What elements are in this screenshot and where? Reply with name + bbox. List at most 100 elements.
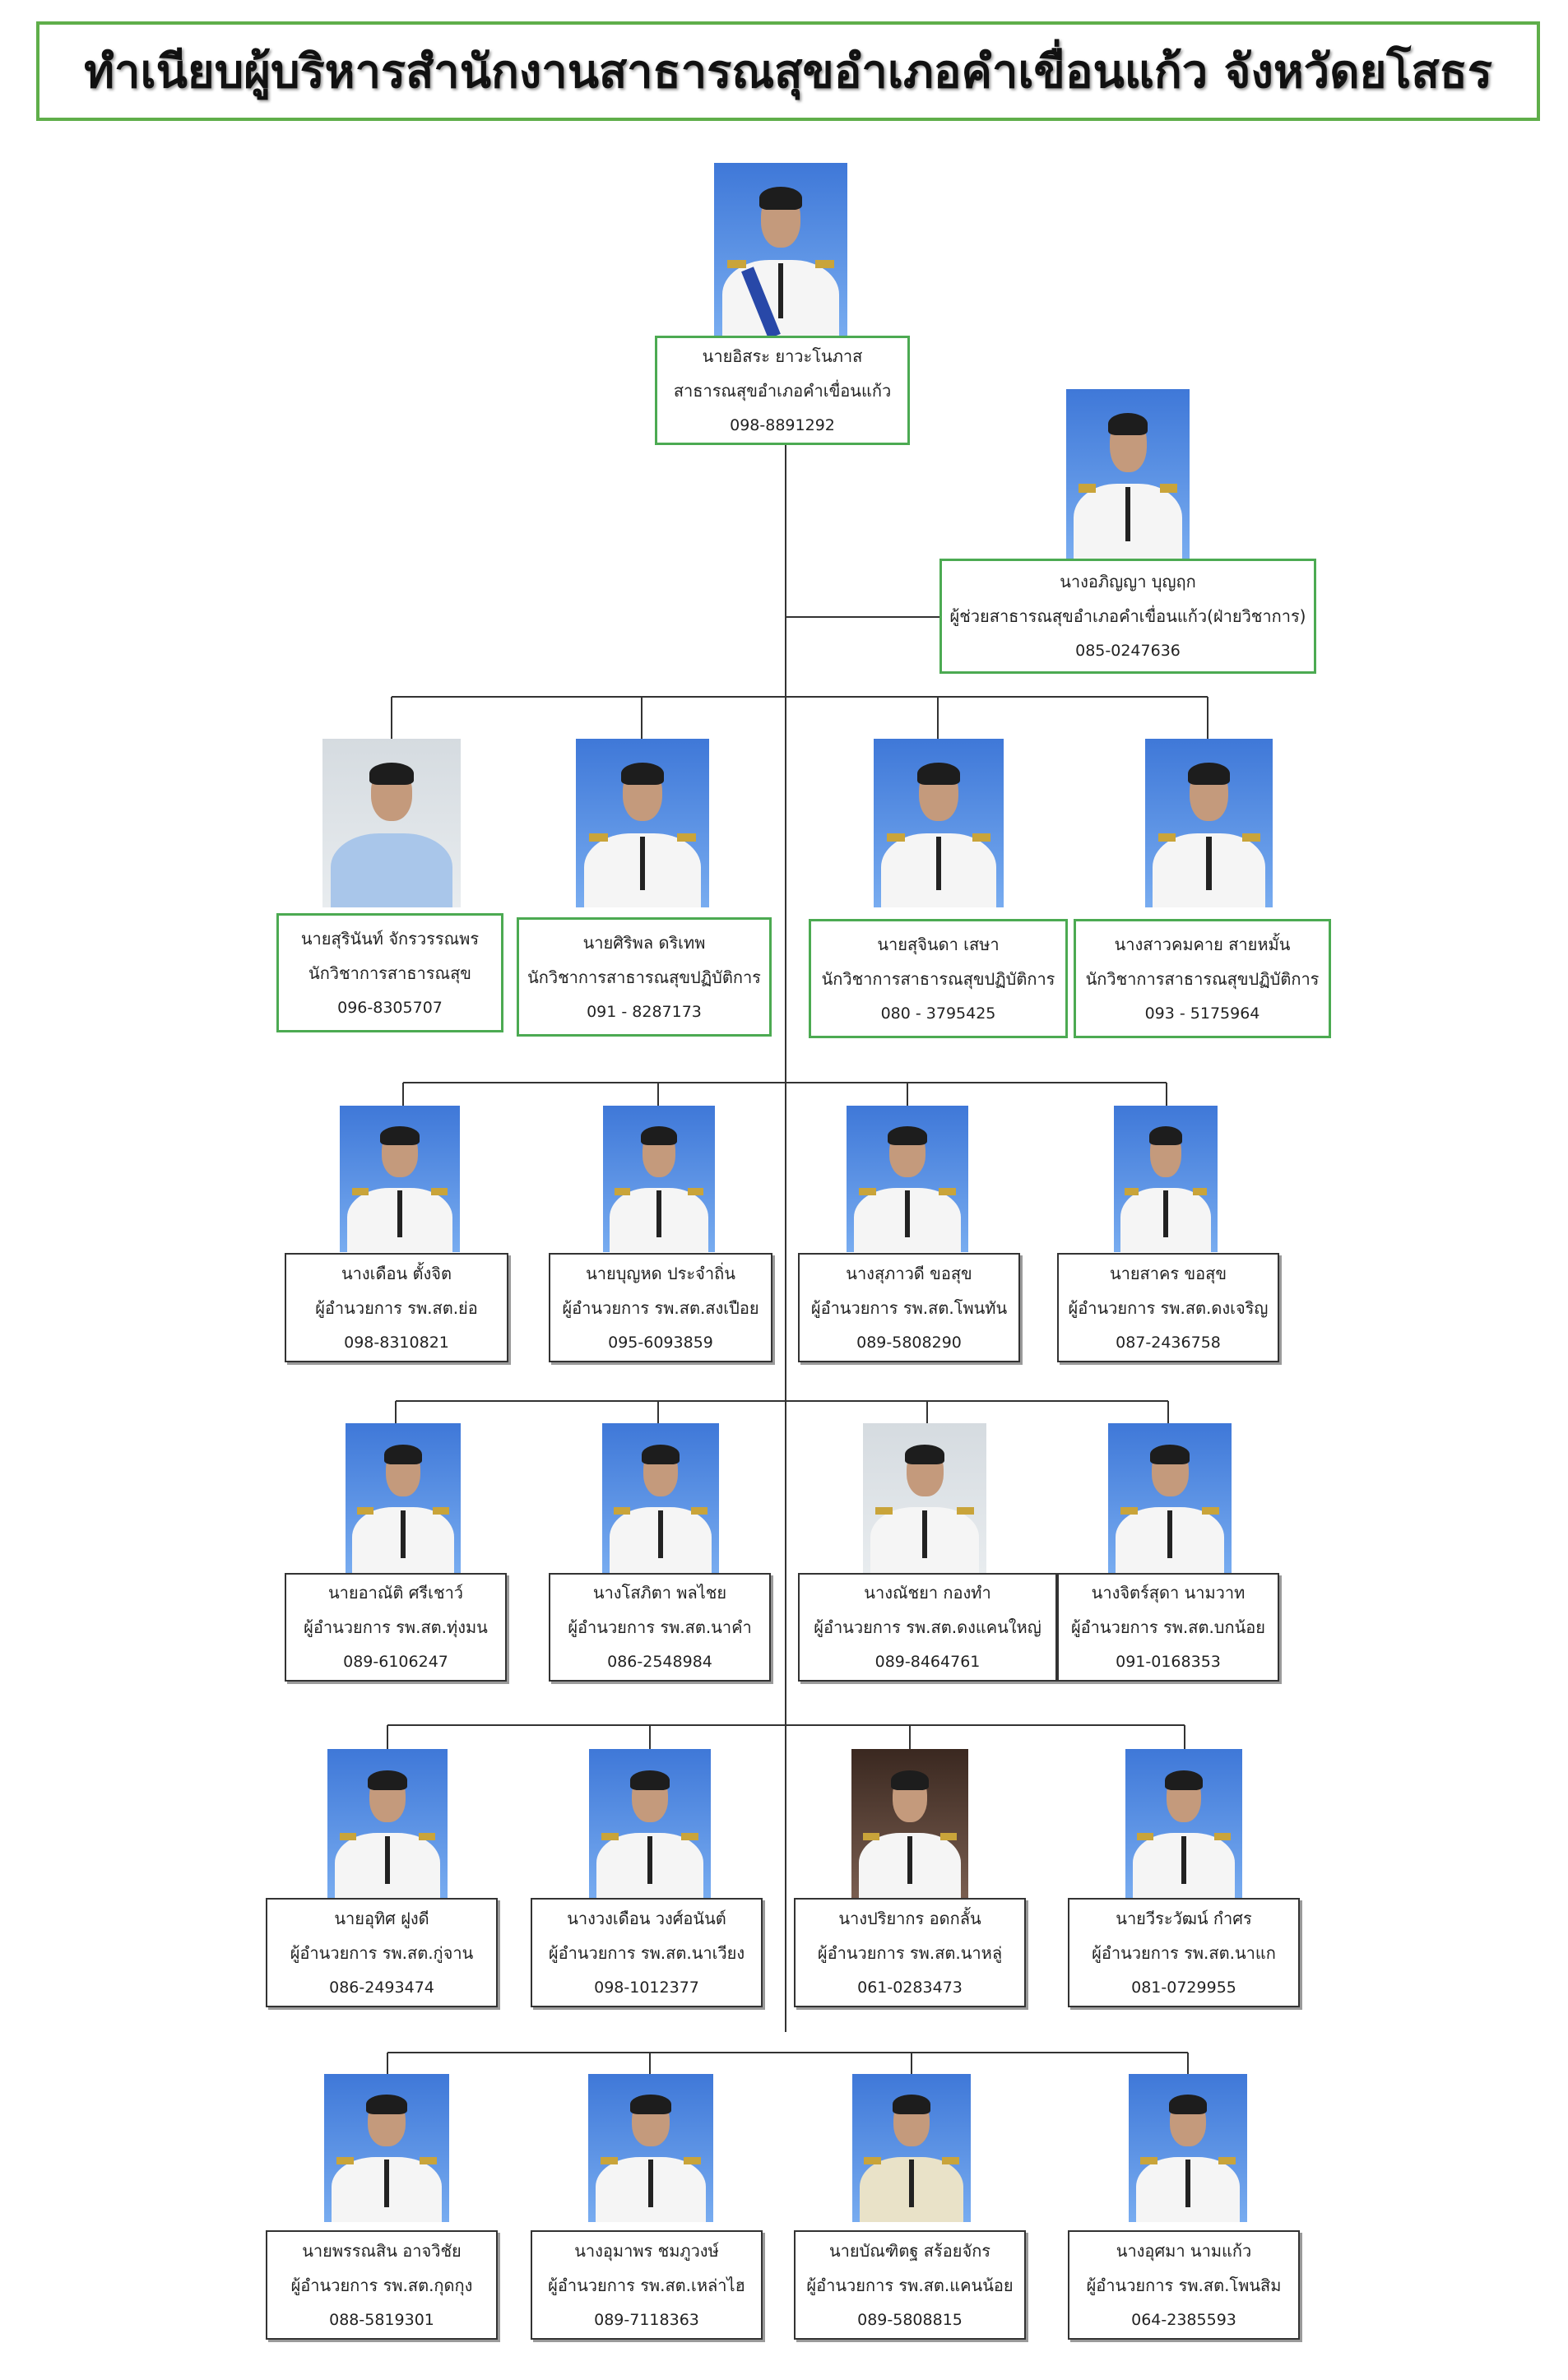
epaulette-right bbox=[688, 1187, 704, 1195]
person-phone: 061-0283473 bbox=[857, 1978, 963, 1997]
person-phone: 086-2493474 bbox=[329, 1978, 434, 1997]
head-shape bbox=[1107, 412, 1148, 472]
person-position: ผู้อำนวยการ รพ.สต.ดงแคนใหญ่ bbox=[814, 1617, 1041, 1637]
person-card: นางวงเดือน วงศ์อนันต์ผู้อำนวยการ รพ.สต.น… bbox=[531, 1898, 763, 2007]
person-card: นายศิริพล ดริเทพนักวิชาการสาธารณสุขปฏิบั… bbox=[517, 917, 772, 1037]
portrait-photo bbox=[576, 739, 709, 907]
person-position: นักวิชาการสาธารณสุข bbox=[308, 963, 471, 983]
head-shape bbox=[630, 1770, 670, 1823]
title-banner: ทำเนียบผู้บริหารสำนักงานสาธารณสุขอำเภอคำ… bbox=[36, 21, 1540, 121]
epaulette-right bbox=[683, 2156, 701, 2164]
person-card: นายสุจินดา เสษานักวิชาการสาธารณสุขปฏิบัต… bbox=[809, 919, 1068, 1038]
tie-shape bbox=[922, 1510, 927, 1558]
epaulette-right bbox=[419, 2156, 437, 2164]
person-name: นายพรรณสิน อาจวิชัย bbox=[302, 2240, 462, 2261]
epaulette-left bbox=[886, 833, 905, 842]
epaulette-left bbox=[863, 1832, 880, 1840]
portrait-photo bbox=[851, 1749, 968, 1899]
person-phone: 096-8305707 bbox=[337, 998, 443, 1017]
portrait-photo bbox=[346, 1423, 461, 1573]
epaulette-left bbox=[601, 1832, 619, 1840]
epaulette-left bbox=[336, 2156, 355, 2164]
person-position: ผู้อำนวยการ รพ.สต.บกน้อย bbox=[1070, 1617, 1266, 1637]
person-card: นางปริยากร อดกลั้นผู้อำนวยการ รพ.สต.นาหล… bbox=[794, 1898, 1026, 2007]
head-shape bbox=[1149, 1444, 1190, 1497]
tie-shape bbox=[1163, 1190, 1168, 1238]
person-name: นางโสภิตา พลไชย bbox=[592, 1583, 727, 1603]
person-name: นายสุจินดา เสษา bbox=[877, 934, 1000, 954]
person-position: ผู้อำนวยการ รพ.สต.สงเปือย bbox=[562, 1297, 759, 1318]
head-shape bbox=[888, 1125, 928, 1178]
person-name: นายอาณัติ ศรีเชาว์ bbox=[327, 1583, 464, 1603]
tie-shape bbox=[647, 2160, 654, 2207]
person-position: ผู้ช่วยสาธารณสุขอำเภอคำเขื่อนแก้ว(ฝ่ายวิ… bbox=[949, 606, 1306, 626]
person-name: นายวีระวัฒน์ กำศร bbox=[1116, 1908, 1252, 1928]
head-shape bbox=[904, 1444, 945, 1497]
person-name: นางสุภาวดี ขอสุข bbox=[846, 1263, 972, 1283]
portrait-photo bbox=[322, 739, 461, 907]
person-position: ผู้อำนวยการ รพ.สต.นาแก bbox=[1092, 1942, 1276, 1963]
epaulette-right bbox=[1213, 1832, 1231, 1840]
person-name: นางเดือน ตั้งจิต bbox=[341, 1263, 452, 1283]
person-phone: 088-5819301 bbox=[329, 2310, 434, 2329]
head-shape bbox=[380, 1125, 420, 1178]
portrait-photo bbox=[327, 1749, 448, 1899]
person-phone: 080 - 3795425 bbox=[880, 1004, 996, 1023]
person-phone: 091 - 8287173 bbox=[587, 1002, 702, 1021]
tie-shape bbox=[401, 1510, 406, 1558]
epaulette-right bbox=[957, 1506, 974, 1515]
person-phone: 085-0247636 bbox=[1075, 642, 1181, 660]
portrait-photo bbox=[714, 163, 847, 336]
tie-shape bbox=[385, 1835, 390, 1884]
person-phone: 091-0168353 bbox=[1116, 1653, 1221, 1671]
head-shape bbox=[366, 2095, 407, 2147]
head-shape bbox=[620, 762, 664, 822]
person-position: ผู้อำนวยการ รพ.สต.โพนสิม bbox=[1086, 2275, 1282, 2295]
head-shape bbox=[917, 762, 960, 822]
person-position: ผู้อำนวยการ รพ.สต.นาเวียง bbox=[548, 1942, 745, 1963]
portrait-photo bbox=[589, 1749, 711, 1899]
head-shape bbox=[368, 1770, 407, 1823]
person-phone: 089-8464761 bbox=[874, 1653, 981, 1671]
person-name: นางณัชยา กองทำ bbox=[864, 1583, 991, 1603]
epaulette-right bbox=[939, 1187, 957, 1195]
person-card: นางณัชยา กองทำผู้อำนวยการ รพ.สต.ดงแคนใหญ… bbox=[798, 1573, 1057, 1682]
person-name: นายอุทิศ ฝูงดี bbox=[334, 1908, 429, 1928]
epaulette-left bbox=[601, 2156, 619, 2164]
person-position: ผู้อำนวยการ รพ.สต.นาหลู่ bbox=[817, 1942, 1003, 1963]
portrait-photo bbox=[852, 2074, 971, 2222]
epaulette-left bbox=[864, 2156, 881, 2164]
portrait-photo bbox=[847, 1106, 968, 1252]
tie-shape bbox=[658, 1510, 663, 1558]
person-name: นายศิริพล ดริเทพ bbox=[582, 932, 706, 953]
person-phone: 087-2436758 bbox=[1116, 1333, 1221, 1352]
epaulette-right bbox=[690, 1506, 707, 1515]
person-name: นายอิสระ ยาวะโนภาส bbox=[702, 346, 863, 366]
person-name: นางสาวคมคาย สายหมั้น bbox=[1114, 934, 1291, 954]
person-card: นางอุมาพร ชมภูวงษ์ผู้อำนวยการ รพ.สต.เหล่… bbox=[531, 2230, 763, 2340]
uniform-shape bbox=[331, 833, 452, 907]
portrait-photo bbox=[1114, 1106, 1218, 1252]
epaulette-right bbox=[433, 1506, 449, 1515]
portrait-photo bbox=[340, 1106, 460, 1252]
tie-shape bbox=[1125, 487, 1130, 542]
head-shape bbox=[1188, 762, 1230, 822]
epaulette-right bbox=[939, 1832, 957, 1840]
person-name: นางจิตร์สุดา นามวาท bbox=[1091, 1583, 1246, 1603]
person-name: นายสาคร ขอสุข bbox=[1109, 1263, 1227, 1283]
tie-shape bbox=[777, 262, 784, 318]
portrait-photo bbox=[863, 1423, 986, 1573]
person-card: นายอาณัติ ศรีเชาว์ผู้อำนวยการ รพ.สต.ทุ่ง… bbox=[285, 1573, 507, 1682]
head-shape bbox=[630, 2095, 671, 2147]
epaulette-left bbox=[1079, 484, 1096, 493]
person-position: ผู้อำนวยการ รพ.สต.นาคำ bbox=[568, 1617, 752, 1637]
head-shape bbox=[642, 1444, 680, 1497]
person-position: สาธารณสุขอำเภอคำเขื่อนแก้ว bbox=[673, 380, 892, 401]
epaulette-left bbox=[589, 833, 608, 842]
person-name: นายสุรินันท์ จักรวรรณพร bbox=[300, 928, 480, 949]
portrait-photo bbox=[874, 739, 1004, 907]
epaulette-left bbox=[1120, 1506, 1138, 1515]
portrait-photo bbox=[324, 2074, 449, 2222]
